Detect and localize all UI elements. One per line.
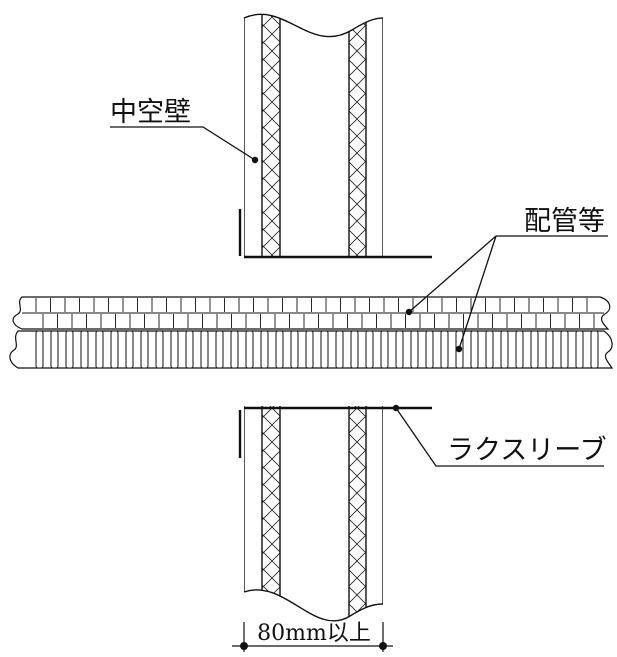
dimension-dot-left	[240, 642, 248, 650]
pipe-rib	[500, 330, 509, 369]
pipe-rib	[110, 330, 119, 369]
pipes-label: 配管等	[524, 206, 605, 237]
pipe-rib	[215, 330, 224, 369]
pipe-rib	[230, 330, 239, 369]
pipe-rib	[410, 330, 419, 369]
pipes-leader-dot-upper	[405, 308, 413, 316]
wall-leader: 中空壁	[110, 97, 259, 164]
wall-break-line-top	[243, 13, 384, 38]
pipe-rib	[560, 330, 569, 369]
pipe-rib	[350, 330, 359, 369]
pipe-rib	[65, 330, 74, 369]
dimension-line: 80mm以上	[232, 621, 393, 652]
pipe-rib	[320, 330, 329, 369]
wall-break-line-bottom	[243, 589, 384, 622]
wall-leader-dot	[251, 156, 259, 164]
pipe-rib	[575, 330, 584, 369]
pipe-rib	[395, 330, 404, 369]
pipe-rib	[35, 330, 44, 369]
pipes-leader: 配管等	[405, 206, 608, 353]
dimension-label: 80mm以上	[257, 621, 371, 646]
pipe-rib	[95, 330, 104, 369]
pipe-lower	[9, 330, 614, 369]
pipe-rib	[425, 330, 434, 369]
pipe-rib	[245, 330, 254, 369]
pipe-upper	[12, 296, 611, 330]
pipe-rib	[485, 330, 494, 369]
pipe-rib	[335, 330, 344, 369]
dimension-dot-right	[379, 642, 387, 650]
sleeve-label: ラクスリーブ	[447, 435, 607, 466]
pipe-rib	[260, 330, 269, 369]
pipe-rib	[290, 330, 299, 369]
pipe-rib	[380, 330, 389, 369]
pipe-rib	[80, 330, 89, 369]
pipe-rib	[185, 330, 194, 369]
wall-label: 中空壁	[110, 97, 191, 128]
pipe-rib	[50, 330, 59, 369]
sleeve-leader-dot	[392, 404, 400, 412]
pipe-rib	[140, 330, 149, 369]
pipe-rib	[155, 330, 164, 369]
pipe-rib	[200, 330, 209, 369]
pipe-rib	[470, 330, 479, 369]
pipe-rib	[545, 330, 554, 369]
sleeve-leader: ラクスリーブ	[392, 404, 607, 467]
pipe-rib	[590, 330, 599, 369]
pipe-rib	[365, 330, 374, 369]
pipe-rib	[275, 330, 284, 369]
pipe-rib	[305, 330, 314, 369]
pipes-leader-dot-lower	[455, 345, 463, 353]
pipe-rib	[530, 330, 539, 369]
pipe-rib	[515, 330, 524, 369]
hollow-wall-upper	[238, 13, 432, 259]
hollow-wall-lower	[238, 406, 432, 622]
pipe-rib	[170, 330, 179, 369]
pipe-rib	[440, 330, 449, 369]
pipe-rib	[125, 330, 134, 369]
